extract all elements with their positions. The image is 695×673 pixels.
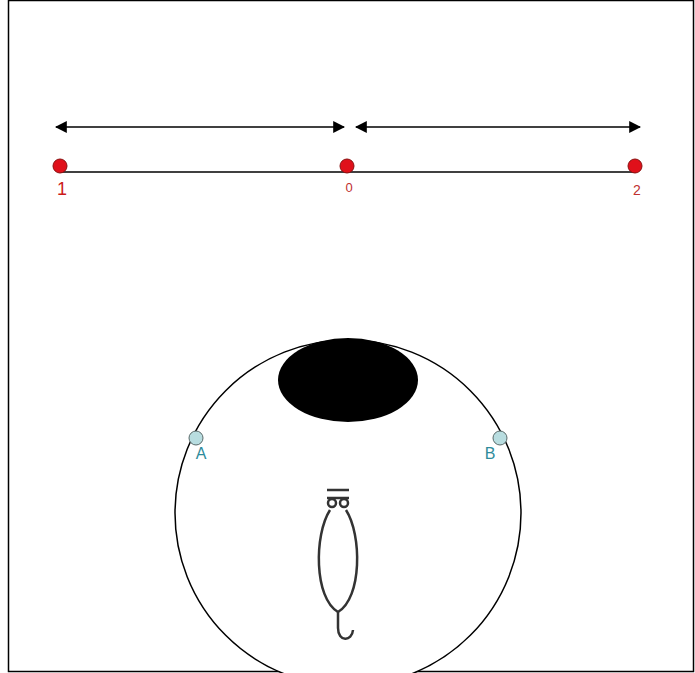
sensor-dot	[493, 431, 507, 445]
range-arrow	[356, 126, 640, 128]
range-arrow	[56, 126, 344, 128]
dark-zone	[278, 338, 418, 422]
position-number: 0	[345, 181, 352, 194]
mouse	[319, 490, 357, 639]
sensor-label: B	[485, 446, 496, 462]
position-dot	[628, 159, 642, 173]
sensor-label: A	[196, 446, 207, 462]
position-dot	[340, 159, 354, 173]
sensor-dot	[189, 431, 203, 445]
position-number: 1	[57, 180, 67, 198]
position-dot	[53, 159, 67, 173]
position-number: 2	[633, 183, 641, 197]
